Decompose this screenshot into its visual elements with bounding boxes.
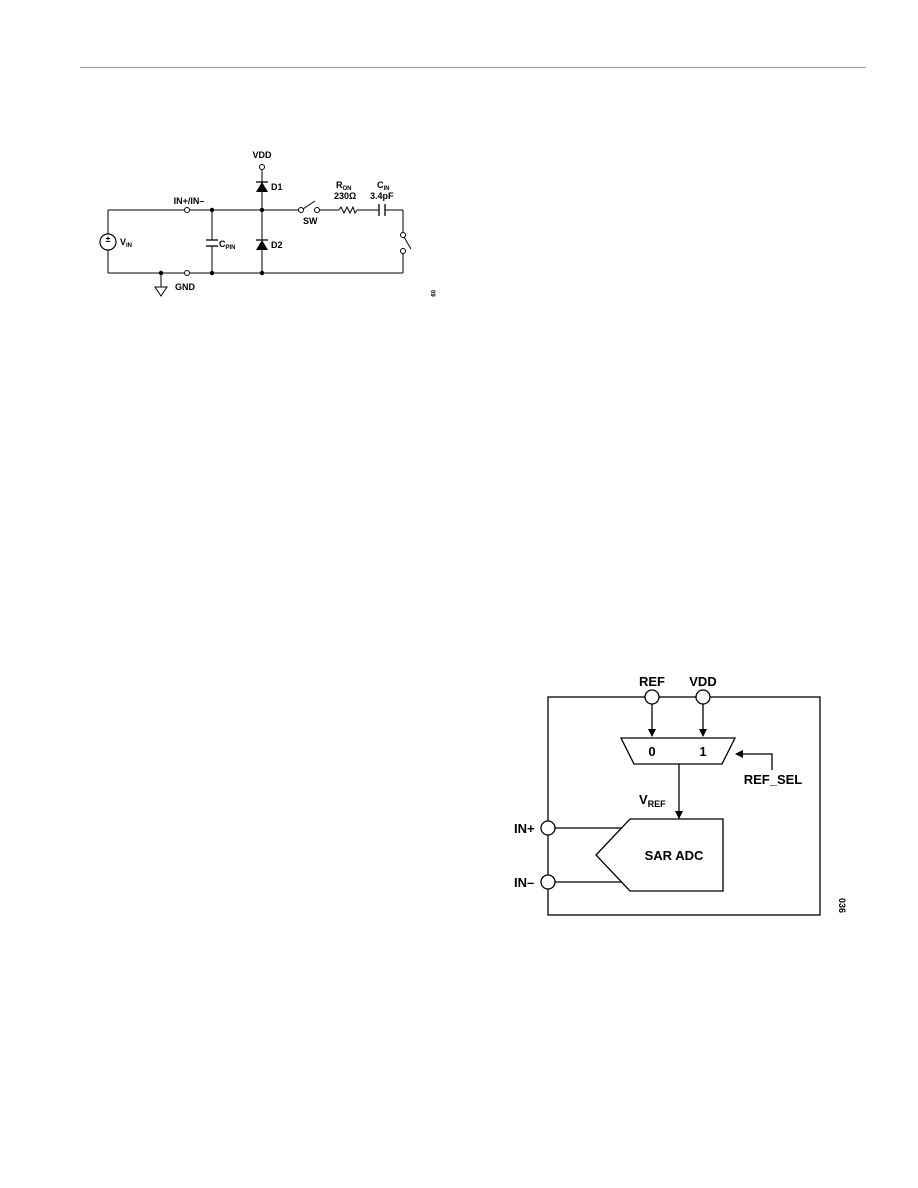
d1-label: D1 — [271, 182, 283, 192]
vdd-terminal — [259, 164, 265, 170]
gnd-label: GND — [175, 282, 196, 292]
diode-d1-icon — [256, 181, 268, 192]
junction-dots — [158, 207, 265, 276]
terminals — [184, 164, 406, 276]
ground-icon — [154, 286, 168, 297]
cpin-capacitor-icon — [206, 239, 218, 247]
sw-label: SW — [303, 216, 318, 226]
vdd-label: VDD — [252, 150, 272, 160]
mux-input-1-label: 1 — [699, 744, 706, 759]
sar-adc-label: SAR ADC — [645, 848, 704, 863]
ref-label: REF — [639, 674, 665, 689]
in-plus-pin — [540, 820, 556, 836]
cpin-label: CPIN — [219, 239, 236, 251]
ron-resistor-icon — [338, 205, 358, 215]
page-header-rule — [80, 67, 866, 68]
diode-d2-icon — [256, 239, 268, 250]
cin-label: CIN — [377, 180, 390, 192]
chip-outline — [547, 696, 821, 916]
ron-label: RON — [336, 180, 352, 192]
figure-id-bottom: 036 — [837, 898, 847, 913]
vdd-pin — [695, 689, 711, 705]
in-pin-terminal — [184, 207, 190, 213]
vdd-label: VDD — [689, 674, 716, 689]
in-plus-label: IN+ — [514, 821, 535, 836]
gnd-terminal — [184, 270, 190, 276]
cin-capacitor-icon — [378, 204, 386, 216]
in-minus-label: IN– — [514, 875, 534, 890]
sar-adc-block — [595, 818, 724, 892]
circuit-wires — [107, 170, 404, 287]
ref-sel-label: REF_SEL — [744, 772, 803, 787]
ref-sel-control-line — [735, 750, 773, 770]
vin-source-icon: ± — [99, 233, 117, 251]
figure-id-top: 09 — [429, 290, 435, 297]
in-pin-label: IN+/IN– — [174, 196, 205, 206]
reference-mux — [619, 737, 737, 765]
svg-text:±: ± — [106, 234, 111, 244]
sample-switch-icon — [403, 236, 412, 250]
vin-label: VIN — [120, 237, 132, 249]
ref-pin — [644, 689, 660, 705]
d2-label: D2 — [271, 240, 283, 250]
in-minus-pin — [540, 874, 556, 890]
vref-label: VREF — [639, 792, 666, 809]
sw-switch-icon — [302, 200, 316, 210]
mux-input-0-label: 0 — [648, 744, 655, 759]
cin-value-label: 3.4pF — [370, 191, 394, 201]
ron-value-label: 230Ω — [334, 191, 356, 201]
